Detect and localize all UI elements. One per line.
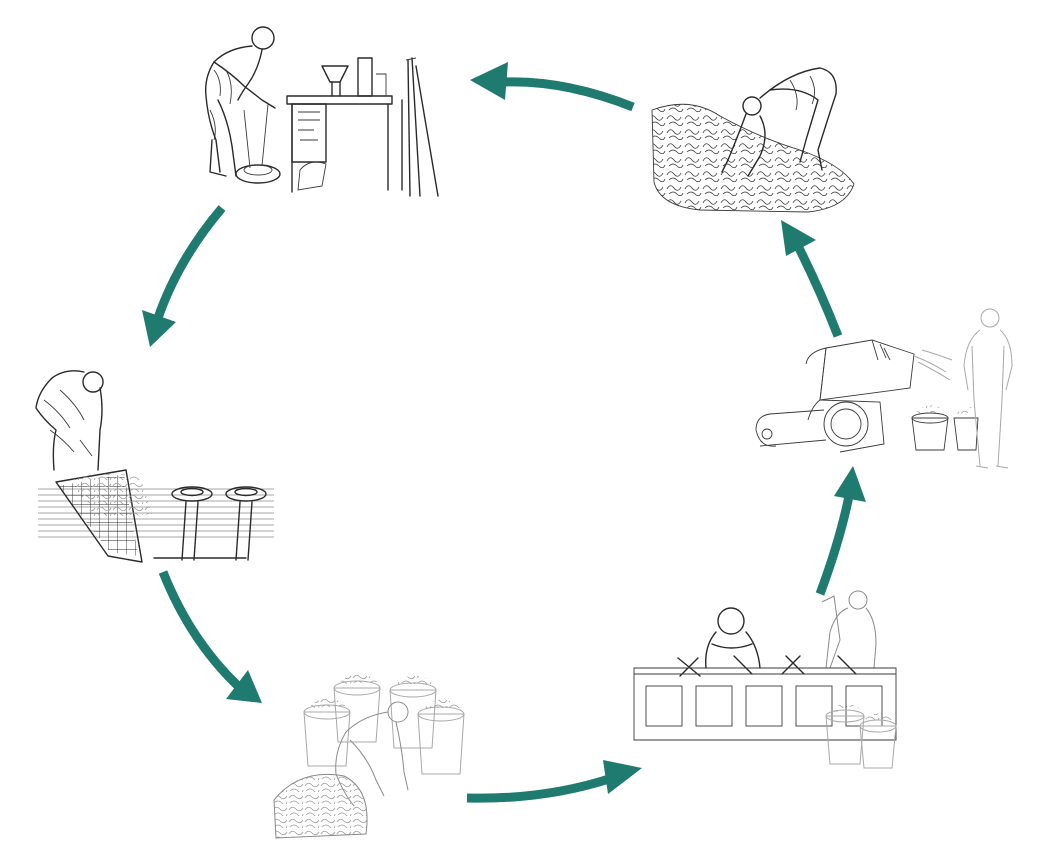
workers-at-sorting-bins-icon [633,590,897,769]
arrow-stage6-to-stage1 [470,62,635,112]
arrow-stage2-to-stage3 [158,570,262,703]
arrow-stage3-to-stage4 [466,760,642,803]
arrow-stage4-to-stage5 [815,466,866,596]
worker-at-baling-machine-icon [755,308,1013,469]
worker-filling-buckets-icon [273,673,465,839]
arrow-stage1-to-stage2 [142,205,226,347]
arrow-stage5-to-stage6 [781,220,843,338]
cycle-arrows [142,62,866,803]
worker-at-shredding-table-icon [204,26,439,197]
worker-gathering-scrap-icon [651,67,855,213]
worker-at-sorting-net-icon [35,370,274,563]
